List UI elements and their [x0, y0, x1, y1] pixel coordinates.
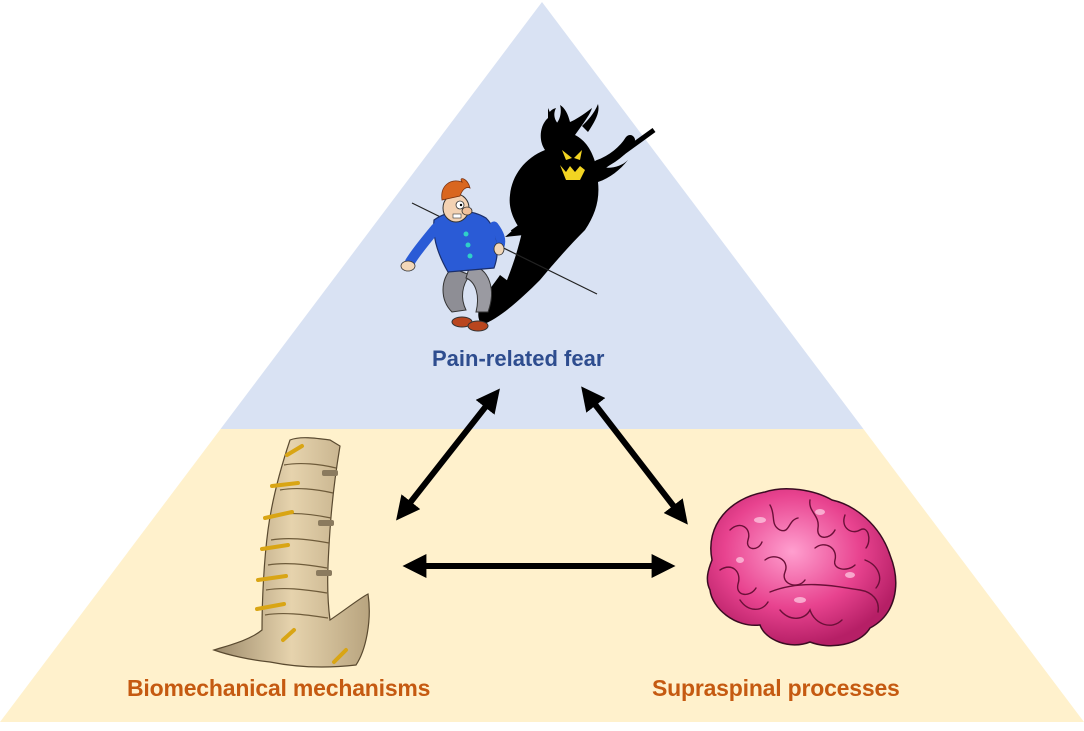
arrow-fear-supraspinal — [581, 386, 688, 525]
relationship-arrows — [396, 386, 688, 578]
node-label-biomechanical-mechanisms: Biomechanical mechanisms — [127, 675, 431, 701]
person-chased-by-shadow-devil-icon — [400, 104, 656, 332]
spine-icon — [212, 437, 370, 668]
arrow-fear-biomechanical — [396, 388, 500, 521]
brain-icon — [706, 487, 897, 647]
node-label-supraspinal-processes: Supraspinal processes — [652, 675, 900, 701]
node-label-pain-related-fear: Pain-related fear — [432, 346, 605, 371]
